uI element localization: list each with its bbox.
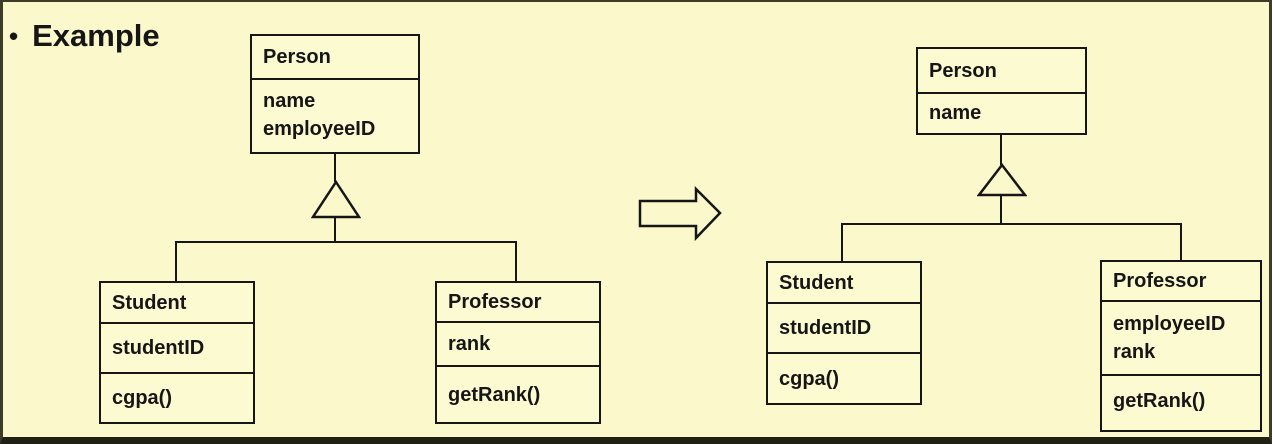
class-attributes-section: name employeeID — [252, 78, 418, 150]
class-box-student-left: Student studentID cgpa() — [99, 281, 255, 424]
attribute: name — [929, 101, 982, 124]
class-attributes-section: studentID — [101, 322, 253, 372]
class-box-professor-right: Professor employeeID rank getRank() — [1100, 260, 1262, 432]
class-attributes-section: studentID — [768, 302, 920, 352]
connector-line — [515, 241, 517, 281]
method: getRank() — [1113, 390, 1206, 412]
class-title: Student — [112, 291, 187, 314]
class-title-section: Person — [252, 36, 418, 78]
class-title: Professor — [448, 291, 542, 313]
class-box-professor-left: Professor rank getRank() — [435, 281, 601, 424]
connector-line — [841, 223, 1182, 225]
method: getRank() — [448, 383, 541, 406]
class-attributes-section: employeeID rank — [1102, 300, 1260, 374]
class-title-section: Student — [768, 263, 920, 302]
class-title: Student — [779, 271, 854, 294]
class-methods-section: cgpa() — [101, 372, 253, 422]
class-attributes-section: rank — [437, 321, 599, 365]
attribute: studentID — [112, 337, 205, 359]
attribute: employeeID — [1113, 313, 1226, 335]
class-methods-section: cgpa() — [768, 352, 920, 403]
class-title-section: Professor — [1102, 262, 1260, 300]
inheritance-triangle-icon — [311, 180, 361, 219]
class-title: Person — [263, 46, 331, 68]
class-box-person-right: Person name — [916, 47, 1087, 135]
attribute: studentID — [779, 317, 872, 339]
class-title-section: Student — [101, 283, 253, 322]
slide-title-row: • Example — [9, 18, 160, 54]
class-box-student-right: Student studentID cgpa() — [766, 261, 922, 405]
connector-line — [334, 154, 336, 182]
connector-line — [1000, 135, 1002, 165]
class-methods-section: getRank() — [1102, 374, 1260, 426]
class-attributes-section: name — [918, 92, 1085, 131]
connector-line — [175, 241, 517, 243]
method: cgpa() — [112, 387, 172, 409]
connector-line — [175, 241, 177, 281]
inheritance-triangle-icon — [977, 163, 1027, 197]
attribute: employeeID — [263, 118, 376, 140]
bullet-icon: • — [9, 21, 19, 51]
page-title: Example — [32, 18, 160, 53]
class-title-section: Person — [918, 49, 1085, 92]
class-title: Professor — [1113, 270, 1207, 292]
block-arrow-right-icon — [638, 186, 722, 241]
class-title-section: Professor — [437, 283, 599, 321]
class-box-person-left: Person name employeeID — [250, 34, 420, 154]
method: cgpa() — [779, 367, 839, 390]
attribute: rank — [1113, 341, 1156, 363]
connector-line — [1000, 195, 1002, 225]
attribute: name — [263, 90, 316, 112]
connector-line — [841, 223, 843, 261]
connector-line — [1180, 223, 1182, 260]
class-methods-section: getRank() — [437, 365, 599, 422]
class-title: Person — [929, 59, 997, 82]
connector-line — [334, 217, 336, 243]
attribute: rank — [448, 333, 491, 355]
